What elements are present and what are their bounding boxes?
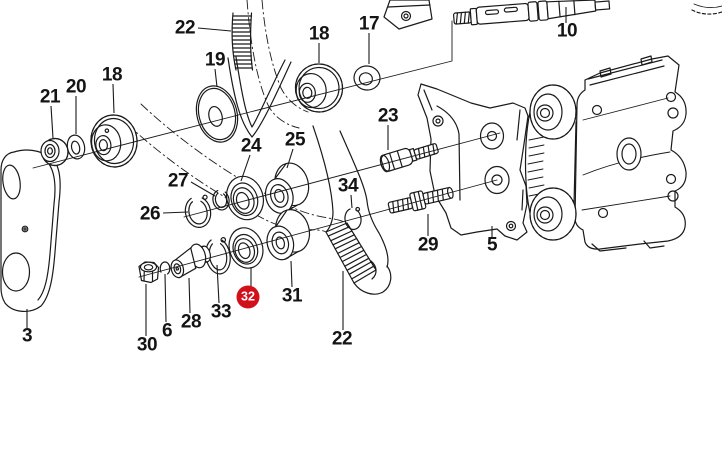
- leader-line-21: [50, 105, 54, 139]
- part-label-34: 34: [337, 175, 359, 197]
- part-label-30: 30: [136, 334, 158, 356]
- part-label-29: 29: [417, 234, 439, 256]
- leader-line-22: [197, 27, 232, 32]
- part-label-33: 33: [210, 301, 232, 323]
- part-label-21: 21: [39, 86, 61, 108]
- leader-line-25: [286, 148, 294, 169]
- highlighted-part-label-32[interactable]: 32: [236, 285, 260, 309]
- sprocket-18-left: [90, 114, 138, 168]
- circlip-27-part: [212, 189, 230, 211]
- sprocket-18-center: [294, 63, 344, 113]
- part-label-24: 24: [240, 135, 262, 157]
- part-label-27: 27: [167, 170, 189, 192]
- part-label-22: 22: [331, 328, 353, 350]
- leader-line-26: [162, 211, 189, 214]
- leader-line-19: [214, 68, 218, 88]
- leader-line-27: [190, 181, 216, 197]
- leader-line-28: [188, 277, 191, 314]
- leader-line-34: [350, 194, 353, 209]
- stud-23-part: [379, 143, 439, 173]
- leader-line-31: [290, 260, 293, 288]
- part-label-25: 25: [284, 129, 306, 151]
- axis-lines: [32, 20, 501, 278]
- mounting-plate-top: [383, 0, 433, 30]
- leader-line-24: [240, 154, 251, 182]
- leader-line-33: [216, 264, 220, 304]
- part-label-20: 20: [65, 76, 87, 98]
- part-label-22: 22: [174, 17, 196, 39]
- part-label-23: 23: [377, 105, 399, 127]
- tensioner-shaft-10: [453, 0, 611, 26]
- part-label-17: 17: [358, 13, 380, 35]
- roller-25-part: [264, 162, 310, 214]
- leader-line-18: [112, 83, 115, 114]
- washer-20-part: [66, 134, 86, 160]
- circlip-26-part: [184, 194, 212, 228]
- part-label-5: 5: [486, 234, 498, 256]
- corner-sprocket: [691, 3, 722, 15]
- part-label-18: 18: [308, 23, 330, 45]
- ring-34-part: [344, 206, 362, 231]
- leader-line-6: [164, 273, 167, 323]
- part-label-28: 28: [180, 311, 202, 333]
- part-label-26: 26: [139, 203, 161, 225]
- belt-segment-bottom: [312, 125, 392, 295]
- part-label-19: 19: [204, 49, 226, 71]
- belt-segment-top: [227, 12, 292, 138]
- part-label-18: 18: [101, 64, 123, 86]
- roller-31-part: [266, 209, 311, 261]
- belt-cover: [0, 149, 61, 312]
- nut-21-part: [40, 137, 69, 167]
- nut-30-part: [138, 261, 160, 284]
- bearing-24-part: [225, 175, 265, 221]
- part-label-10: 10: [556, 20, 578, 42]
- part-label-3: 3: [21, 325, 33, 347]
- part-label-31: 31: [281, 285, 303, 307]
- part-label-6: 6: [161, 320, 173, 342]
- engine-block: [524, 55, 687, 252]
